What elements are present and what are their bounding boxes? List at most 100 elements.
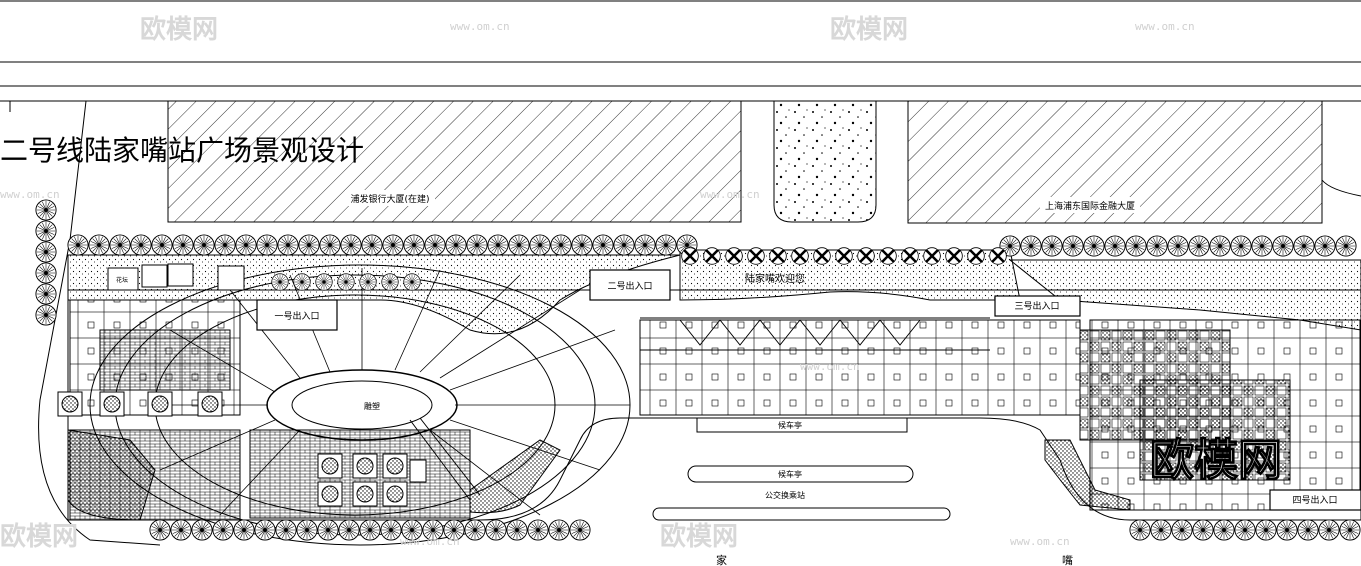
- tree-icon: [35, 283, 57, 305]
- planter-squares: [107, 263, 427, 483]
- tree-icon: [1020, 235, 1042, 257]
- tree-icon: [403, 234, 425, 256]
- tree-icon: [790, 246, 810, 266]
- tree-icon: [506, 519, 528, 541]
- tree-icon: [35, 241, 57, 263]
- tree-icon: [1150, 519, 1172, 541]
- tree-icon: [214, 234, 236, 256]
- tree-icon: [359, 519, 381, 541]
- tree-icon: [424, 234, 446, 256]
- tree-icon: [1146, 235, 1168, 257]
- tree-icon: [1209, 235, 1231, 257]
- plaza-center-label: 雕塑: [364, 401, 380, 411]
- tree-icon: [298, 234, 320, 256]
- tree-icon: [508, 234, 530, 256]
- tree-icon: [1125, 235, 1147, 257]
- tree-icon: [319, 234, 341, 256]
- tree-icon: [1318, 519, 1340, 541]
- tree-pit-circle: [321, 457, 339, 475]
- tree-icon: [634, 234, 656, 256]
- tree-icon: [1314, 235, 1336, 257]
- tree-icon: [191, 519, 213, 541]
- watermark-brand-3: 欧模网: [0, 521, 78, 552]
- tree-icon: [1104, 235, 1126, 257]
- tree-icon: [381, 273, 399, 291]
- tree-icon: [35, 199, 57, 221]
- tree-pit-circle: [61, 395, 79, 413]
- watermarks: 欧模网 欧模网 欧模网 欧模网 欧模网 www.om.cn www.om.cn …: [0, 14, 1283, 552]
- tree-icon: [235, 234, 257, 256]
- tree-icon: [271, 273, 289, 291]
- tree-icon: [922, 246, 942, 266]
- tree-icon: [1276, 519, 1298, 541]
- tree-pit-circle: [201, 395, 219, 413]
- watermark-brand-2: 欧模网: [830, 14, 908, 45]
- tree-icon: [151, 234, 173, 256]
- pavilion-lower-label: 候车亭: [778, 469, 802, 479]
- tree-icon: [67, 234, 89, 256]
- tree-icon: [1297, 519, 1319, 541]
- tree-icon: [680, 246, 700, 266]
- bus-lane-box: [652, 507, 951, 521]
- tree-icon: [592, 234, 614, 256]
- tree-icon: [527, 519, 549, 541]
- tree-icon: [1213, 519, 1235, 541]
- tree-icon: [485, 519, 507, 541]
- tree-icon: [1041, 235, 1063, 257]
- tree-icon: [768, 246, 788, 266]
- central-lawn: [773, 100, 877, 223]
- tree-icon: [193, 234, 215, 256]
- pavilion-upper-label: 候车亭: [778, 420, 802, 430]
- tree-icon: [130, 234, 152, 256]
- tree-icon: [655, 234, 677, 256]
- tree-icon: [254, 519, 276, 541]
- tree-icon: [571, 234, 593, 256]
- tree-icon: [1062, 235, 1084, 257]
- drawing-title: 二号线陆家嘴站广场景观设计: [0, 134, 364, 167]
- tree-icon: [466, 234, 488, 256]
- tree-icon: [315, 273, 333, 291]
- tree-icon: [487, 234, 509, 256]
- watermark-url-3: www.om.cn: [400, 535, 460, 548]
- tree-icon: [724, 246, 744, 266]
- tree-icon: [1167, 235, 1189, 257]
- watermark-brand-4: 欧模网: [660, 521, 738, 552]
- watermark-url-4: www.om.cn: [1010, 535, 1070, 548]
- pavilion-lower-box: [687, 465, 914, 483]
- tree-icon: [464, 519, 486, 541]
- tree-icon: [337, 273, 355, 291]
- tree-icon: [382, 234, 404, 256]
- tree-icon: [1293, 235, 1315, 257]
- tree-icon: [702, 246, 722, 266]
- tree-icon: [88, 234, 110, 256]
- watermark-url-2: www.om.cn: [1135, 20, 1195, 33]
- tree-icon: [613, 234, 635, 256]
- tree-icon: [233, 519, 255, 541]
- tree-icon: [1339, 519, 1361, 541]
- tree-icon: [359, 273, 377, 291]
- tree-icon: [1083, 235, 1105, 257]
- tree-icon: [170, 519, 192, 541]
- tree-icon: [569, 519, 591, 541]
- tree-icon: [317, 519, 339, 541]
- tree-icon: [988, 246, 1008, 266]
- tree-pit-circle: [321, 485, 339, 503]
- tree-icon: [293, 273, 311, 291]
- tree-icon: [834, 246, 854, 266]
- tree-icon: [1188, 235, 1210, 257]
- watermark-url-1: www.om.cn: [450, 20, 510, 33]
- tree-icon: [1255, 519, 1277, 541]
- tree-icon: [900, 246, 920, 266]
- tree-icon: [944, 246, 964, 266]
- tree-icon: [380, 519, 402, 541]
- building-left-label: 浦发银行大厦(在建): [350, 193, 429, 205]
- entrance-4-label: 四号出入口: [1292, 494, 1337, 506]
- tree-icon: [256, 234, 278, 256]
- tree-icon: [212, 519, 234, 541]
- tree-icon: [361, 234, 383, 256]
- bus-station-label: 公交换乘站: [765, 490, 805, 500]
- paving-grid: [69, 299, 1361, 521]
- canopy-structure: [640, 317, 990, 351]
- tree-pit-circle: [356, 485, 374, 503]
